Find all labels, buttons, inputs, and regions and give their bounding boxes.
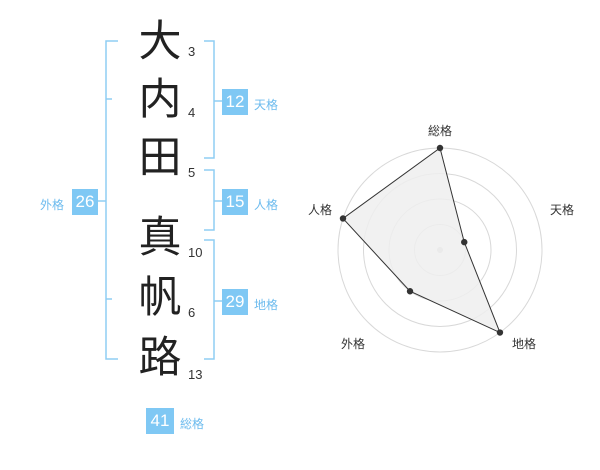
name-char-1: 大 <box>138 17 182 67</box>
stroke-count-1: 3 <box>188 44 196 59</box>
name-char-2: 内 <box>138 75 182 125</box>
radar-label-jinkaku: 人格 <box>307 203 332 217</box>
radar-label-soukaku: 総格 <box>427 124 452 138</box>
radar-label-chikaku: 地格 <box>511 337 536 351</box>
soukaku-badge: 41 <box>146 408 174 434</box>
chikaku-bracket <box>204 239 222 360</box>
radar-label-tenkaku: 天格 <box>549 203 574 217</box>
stroke-count-4: 10 <box>188 245 203 260</box>
radar-point-2 <box>461 238 468 246</box>
gaikaku-bracket <box>92 40 118 360</box>
jinkaku-bracket <box>204 169 222 231</box>
stroke-count-2: 4 <box>188 105 196 120</box>
name-char-3: 田 <box>138 133 182 183</box>
jinkaku-label: 人格 <box>254 198 279 212</box>
jinkaku-badge: 15 <box>222 189 248 215</box>
soukaku-label: 総格 <box>180 417 205 431</box>
name-char-4: 真 <box>138 213 182 263</box>
tenkaku-badge: 12 <box>222 89 248 115</box>
tenkaku-bracket <box>204 40 222 159</box>
radar-point-4 <box>406 288 414 295</box>
radar-point-5 <box>339 215 347 222</box>
radar-point-1 <box>436 144 444 152</box>
stroke-count-5: 6 <box>188 305 196 320</box>
name-char-6: 路 <box>138 333 182 383</box>
radar-point-3 <box>496 329 504 336</box>
radar-label-gaikaku: 外格 <box>340 337 365 351</box>
stroke-count-6: 13 <box>188 367 203 382</box>
name-char-5: 帆 <box>138 273 182 323</box>
radar-area <box>342 147 501 334</box>
chikaku-badge: 29 <box>222 289 248 315</box>
gaikaku-badge: 26 <box>72 189 98 215</box>
tenkaku-label: 天格 <box>254 98 279 112</box>
gaikaku-label: 外格 <box>40 198 65 212</box>
stroke-count-3: 5 <box>188 165 196 180</box>
chikaku-label: 地格 <box>254 298 279 312</box>
